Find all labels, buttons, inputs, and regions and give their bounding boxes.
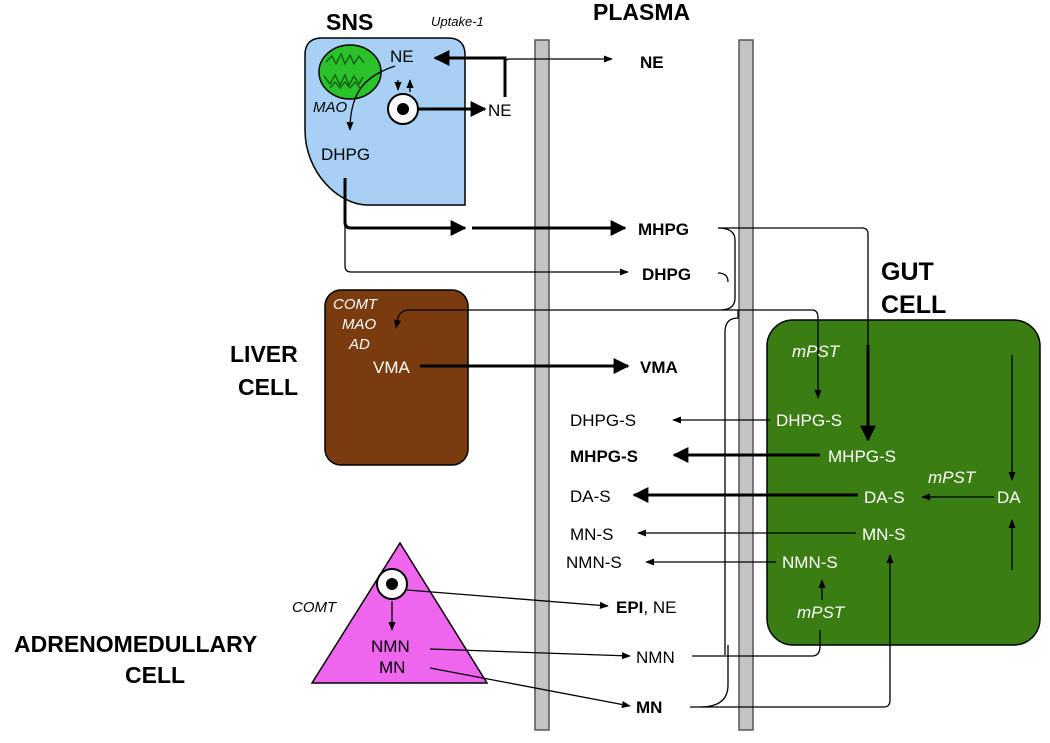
gut-mpst-mid: mPST (928, 468, 977, 487)
gut-mpst-top: mPST (792, 342, 841, 361)
plasma-epi: EPI (616, 598, 643, 617)
adrenomedullary-cell (310, 541, 489, 684)
liver-ad: AD (348, 336, 370, 353)
arrow-dhpg-to-plasma (344, 222, 629, 276)
mhpg-dhpg-bracket (394, 227, 736, 329)
adrenal-mn: MN (379, 658, 405, 677)
gut-mn-s: MN-S (862, 525, 905, 544)
mitochondrion-cristae (323, 52, 365, 90)
plasma-membrane-right (738, 39, 754, 731)
plasma-header: PLASMA (593, 0, 690, 25)
plasma-mn: MN (636, 698, 662, 717)
gut-header-line2: CELL (881, 291, 946, 319)
arrow-ne-to-plasma (504, 55, 613, 74)
adrenal-vesicle-core (386, 578, 398, 590)
plasma-ne: NE (640, 53, 664, 72)
sns-ne-inner: NE (390, 47, 414, 66)
sns-mao: MAO (313, 99, 348, 116)
liver-comt: COMT (333, 296, 379, 313)
plasma-dhpg: DHPG (642, 265, 691, 284)
uptake-1-label: Uptake-1 (431, 14, 484, 29)
mitochondrion (318, 44, 382, 100)
plasma-nmn: NMN (636, 648, 675, 667)
gut-cell-left-bracket (724, 310, 739, 655)
adrenal-nmn: NMN (371, 637, 410, 656)
plasma-membrane-left (534, 39, 550, 731)
liver-vma: VMA (373, 358, 411, 377)
liver-label-line2: CELL (238, 374, 298, 400)
mn-bracket (699, 645, 729, 708)
plasma-nmn-s: NMN-S (566, 553, 622, 572)
nmn-to-gut (692, 630, 821, 657)
gut-da-s: DA-S (864, 488, 905, 507)
plasma-da-s: DA-S (570, 487, 611, 506)
plasma-epi-ne-suffix: , NE (643, 598, 676, 617)
gut-nmn-s: NMN-S (782, 553, 838, 572)
arrow-nmn-out (429, 648, 631, 660)
arrow-uptake-1 (433, 50, 507, 97)
dhpg-to-gut-line (722, 309, 819, 378)
adrenal-comt: COMT (292, 599, 338, 616)
plasma-mhpg: MHPG (638, 220, 689, 239)
liver-cell (324, 289, 469, 466)
sns-dhpg: DHPG (321, 145, 370, 164)
gut-mpst-bottom: mPST (797, 603, 846, 622)
plasma-mn-s: MN-S (570, 525, 613, 544)
arrow-epi-ne-out (406, 589, 609, 609)
plasma-dhpg-s: DHPG-S (570, 411, 636, 430)
mn-to-gut (690, 554, 894, 708)
gut-da: DA (997, 488, 1021, 507)
arrow-ne-to-dhpg (346, 65, 396, 131)
mhpg-to-gut-line (718, 227, 869, 345)
plasma-mhpg-s: MHPG-S (570, 447, 638, 466)
plasma-epi-ne: EPI, NE (616, 598, 676, 617)
sns-ne-release: NE (488, 101, 512, 120)
gut-mhpg-s: MHPG-S (828, 447, 896, 466)
sns-vesicle-core (397, 103, 409, 115)
plasma-vma: VMA (640, 358, 678, 377)
arrow-mn-out (429, 667, 631, 709)
gut-header-line1: GUT (881, 258, 934, 286)
gut-dhpg-s: DHPG-S (776, 411, 842, 430)
liver-mao: MAO (342, 316, 377, 333)
adrenal-label-line1: ADRENOMEDULLARY (14, 631, 257, 657)
adrenal-label-line2: CELL (125, 662, 185, 688)
gut-cell (766, 319, 1041, 646)
liver-label-line1: LIVER (230, 341, 298, 367)
mhpg-side-bracket (717, 272, 729, 283)
sns-header: SNS (326, 9, 373, 35)
